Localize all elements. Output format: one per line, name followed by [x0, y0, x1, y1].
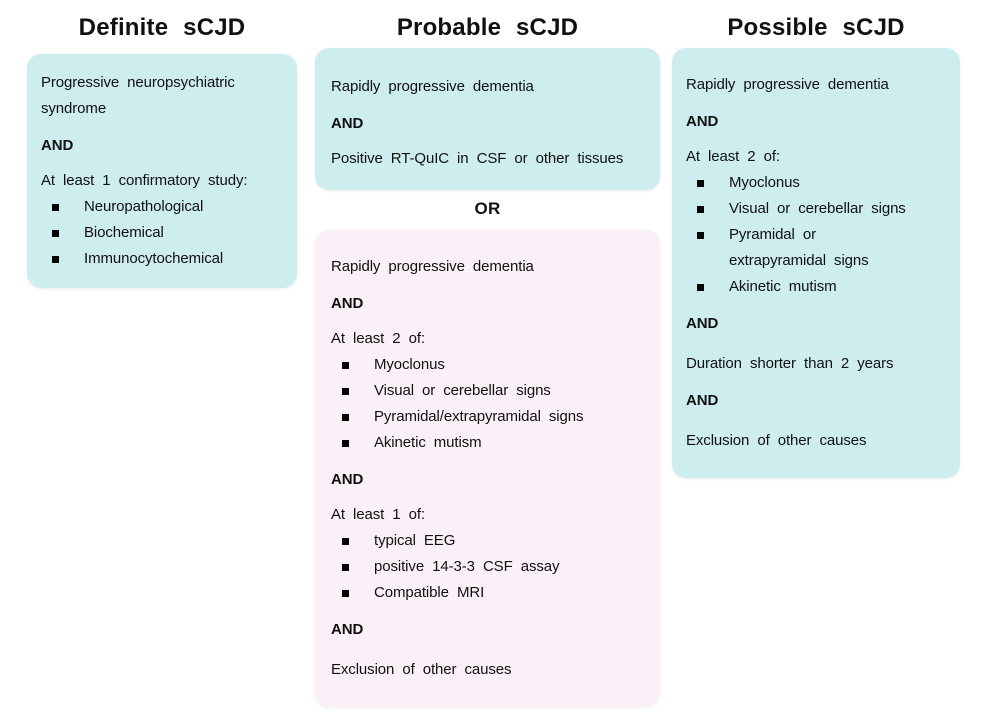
- and-connector: AND: [41, 137, 74, 154]
- list-item-label: Pyramidal/extrapyramidal signs: [374, 408, 584, 425]
- and-connector: AND: [686, 392, 719, 409]
- criterion-text: Rapidly progressive dementia: [331, 258, 534, 275]
- criterion-text: Progressive neuropsychiatric syndrome: [41, 74, 235, 117]
- square-bullet-icon: [342, 388, 349, 395]
- list-item: Immunocytochemical: [41, 246, 283, 272]
- list-item: Visual or cerebellar signs: [331, 378, 644, 404]
- criterion-text: At least 1 confirmatory study:: [41, 172, 248, 189]
- and-connector: AND: [331, 295, 364, 312]
- square-bullet-icon: [342, 564, 349, 571]
- list-item: Akinetic mutism: [331, 430, 644, 456]
- list-item-label: Immunocytochemical: [84, 250, 224, 267]
- criterion-text: Exclusion of other causes: [686, 432, 867, 449]
- criterion-text: Duration shorter than 2 years: [686, 355, 894, 372]
- list-item: Compatible MRI: [331, 580, 644, 606]
- list-item: Visual or cerebellar signs: [686, 196, 946, 222]
- and-connector: AND: [331, 115, 364, 132]
- and-connector: AND: [331, 471, 364, 488]
- criterion-text: At least 2 of:: [331, 330, 425, 347]
- and-connector: AND: [686, 113, 719, 130]
- criterion-text: At least 1 of:: [331, 506, 425, 523]
- clinical-signs-list: Myoclonus Visual or cerebellar signs Pyr…: [331, 352, 644, 456]
- list-item: positive 14-3-3 CSF assay: [331, 554, 644, 580]
- list-item-label: Biochemical: [84, 224, 164, 241]
- confirmatory-study-list: Neuropathological Biochemical Immunocyto…: [41, 194, 283, 272]
- list-item: Myoclonus: [331, 352, 644, 378]
- list-item-label: positive 14-3-3 CSF assay: [374, 558, 560, 575]
- list-item-label: Akinetic mutism: [374, 434, 482, 451]
- list-item-label: Myoclonus: [729, 174, 800, 191]
- list-item-label: Myoclonus: [374, 356, 445, 373]
- square-bullet-icon: [697, 232, 704, 239]
- list-item-label: Visual or cerebellar signs: [729, 200, 906, 217]
- square-bullet-icon: [342, 440, 349, 447]
- list-item-label: typical EEG: [374, 532, 456, 549]
- probable-criteria-box-rtquic: Rapidly progressive dementia AND Positiv…: [315, 48, 660, 190]
- or-connector: OR: [474, 199, 501, 218]
- list-item: Neuropathological: [41, 194, 283, 220]
- criterion-text: Rapidly progressive dementia: [331, 78, 534, 95]
- definite-column-header: Definite sCJD: [78, 14, 246, 41]
- list-item: Biochemical: [41, 220, 283, 246]
- square-bullet-icon: [697, 206, 704, 213]
- probable-column-header: Probable sCJD: [396, 14, 579, 41]
- investigation-list: typical EEG positive 14-3-3 CSF assay Co…: [331, 528, 644, 606]
- clinical-signs-list: Myoclonus Visual or cerebellar signs Pyr…: [686, 170, 946, 300]
- square-bullet-icon: [697, 284, 704, 291]
- list-item: typical EEG: [331, 528, 644, 554]
- list-item: Pyramidal/extrapyramidal signs: [331, 404, 644, 430]
- possible-criteria-box: Rapidly progressive dementia AND At leas…: [672, 48, 960, 478]
- list-item-label: Visual or cerebellar signs: [374, 382, 551, 399]
- criterion-text: At least 2 of:: [686, 148, 780, 165]
- list-item-label: Pyramidal or extrapyramidal signs: [729, 226, 869, 269]
- possible-column-header: Possible sCJD: [727, 14, 905, 41]
- square-bullet-icon: [342, 362, 349, 369]
- list-item-label: Compatible MRI: [374, 584, 485, 601]
- criterion-text: Positive RT-QuIC in CSF or other tissues: [331, 150, 624, 167]
- list-item-label: Neuropathological: [84, 198, 204, 215]
- list-item-label: Akinetic mutism: [729, 278, 837, 295]
- and-connector: AND: [331, 621, 364, 638]
- square-bullet-icon: [697, 180, 704, 187]
- definite-criteria-box: Progressive neuropsychiatric syndrome AN…: [27, 54, 297, 288]
- square-bullet-icon: [342, 538, 349, 545]
- square-bullet-icon: [52, 230, 59, 237]
- square-bullet-icon: [52, 256, 59, 263]
- list-item: Akinetic mutism: [686, 274, 946, 300]
- list-item: Pyramidal or extrapyramidal signs: [686, 222, 946, 274]
- and-connector: AND: [686, 315, 719, 332]
- square-bullet-icon: [342, 590, 349, 597]
- square-bullet-icon: [342, 414, 349, 421]
- square-bullet-icon: [52, 204, 59, 211]
- criterion-text: Exclusion of other causes: [331, 661, 512, 678]
- probable-criteria-box-clinical: Rapidly progressive dementia AND At leas…: [315, 230, 660, 707]
- list-item: Myoclonus: [686, 170, 946, 196]
- criterion-text: Rapidly progressive dementia: [686, 76, 889, 93]
